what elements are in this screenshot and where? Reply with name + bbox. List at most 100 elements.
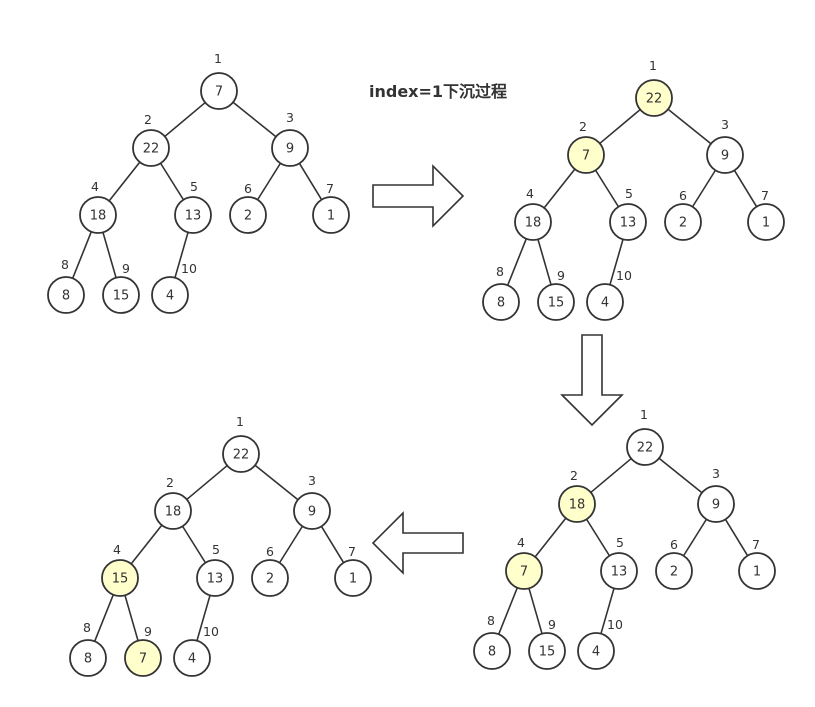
node-circle: [600, 552, 638, 590]
tree-edge: [600, 588, 615, 634]
heap-node: 93: [293, 473, 331, 530]
node-value: 2: [244, 209, 252, 224]
node-index-label: 5: [190, 179, 198, 194]
heap-node: 93: [706, 117, 744, 174]
node-circle: [229, 196, 267, 234]
node-index-label: 3: [286, 110, 294, 125]
heap-node: 93: [271, 110, 309, 167]
node-value: 18: [525, 216, 542, 231]
node-circle: [79, 196, 117, 234]
heap-node: 88: [482, 264, 520, 321]
node-value: 13: [620, 216, 637, 231]
tree-edge: [543, 168, 576, 209]
node-circle: [47, 276, 85, 314]
node-index-label: 2: [579, 119, 587, 134]
tree-edge: [232, 101, 277, 138]
node-circle-highlighted: [635, 79, 673, 117]
node-index-label: 4: [517, 535, 525, 550]
node-circle: [664, 203, 702, 241]
node-value: 18: [569, 498, 586, 513]
node-value: 15: [548, 296, 565, 311]
arrow-down: [560, 334, 624, 427]
heap-node: 17: [738, 537, 776, 590]
node-circle: [537, 283, 575, 321]
heap-node: 410: [173, 624, 219, 677]
node-circle: [706, 136, 744, 174]
node-circle-highlighted: [567, 136, 605, 174]
tree-edge: [164, 101, 206, 138]
node-value: 18: [90, 209, 107, 224]
node-circle-highlighted: [505, 552, 543, 590]
node-value: 8: [84, 652, 92, 667]
tree-edge: [528, 588, 543, 634]
node-value: 2: [266, 572, 274, 587]
node-value: 15: [113, 289, 130, 304]
node-circle: [132, 129, 170, 167]
arrow-right: [372, 164, 465, 228]
node-circle: [697, 485, 735, 523]
node-circle: [200, 72, 238, 110]
heap-node: 88: [473, 613, 511, 670]
node-circle-highlighted: [558, 485, 596, 523]
node-index-label: 1: [236, 414, 244, 429]
heap-node: 182: [558, 468, 596, 523]
node-index-label: 1: [640, 407, 648, 422]
node-index-label: 5: [625, 186, 633, 201]
tree-edge: [130, 524, 163, 565]
node-index-label: 8: [83, 620, 91, 635]
heap-node: 222: [132, 112, 170, 167]
node-circle: [747, 203, 785, 241]
node-value: 22: [233, 448, 250, 463]
node-index-label: 7: [348, 544, 356, 559]
node-value: 4: [601, 296, 609, 311]
node-index-label: 10: [181, 261, 197, 276]
node-value: 9: [721, 149, 729, 164]
tree-edge: [537, 239, 552, 285]
node-circle: [334, 559, 372, 597]
node-circle: [482, 283, 520, 321]
node-circle: [577, 632, 615, 670]
heap-node: 74: [505, 535, 543, 590]
tree-edge: [594, 169, 620, 208]
tree-edge: [506, 238, 528, 286]
tree-edge: [256, 162, 282, 201]
heap-node: 13 5: [609, 186, 647, 241]
node-value: 22: [143, 142, 160, 157]
node-value: 22: [646, 92, 663, 107]
node-value: 7: [139, 652, 147, 667]
node-circle: [196, 559, 234, 597]
heap-node: 221: [635, 58, 673, 117]
heap-node: 135: [600, 535, 638, 590]
node-index-label: 4: [113, 542, 121, 557]
node-index-label: 1: [214, 51, 222, 66]
node-index-label: 5: [616, 535, 624, 550]
tree-edge: [93, 594, 115, 642]
tree-edge: [102, 232, 117, 278]
heap-node: 159: [537, 268, 575, 321]
heap-node: 93: [697, 466, 735, 523]
tree-edge: [159, 162, 185, 201]
heap-node: 72: [567, 119, 605, 174]
node-index-label: 4: [91, 179, 99, 194]
node-value: 18: [165, 505, 182, 520]
heap-node: 79: [124, 624, 162, 677]
heap-node: 154: [101, 542, 139, 597]
node-index-label: 6: [266, 544, 274, 559]
node-index-label: 3: [308, 473, 316, 488]
node-circle: [173, 639, 211, 677]
heap-node: 4 10: [577, 617, 623, 670]
tree-edge: [590, 457, 632, 494]
node-circle-highlighted: [101, 559, 139, 597]
tree-edge: [724, 518, 749, 557]
node-value: 4: [592, 645, 600, 660]
tree-edge: [278, 525, 304, 564]
node-index-label: 10: [607, 617, 623, 632]
heap-node: 22 1: [222, 414, 260, 473]
node-circle: [102, 276, 140, 314]
node-index-label: 6: [244, 181, 252, 196]
heap-node: 17: [312, 181, 350, 234]
tree-edge: [254, 464, 299, 501]
node-circle: [151, 276, 189, 314]
